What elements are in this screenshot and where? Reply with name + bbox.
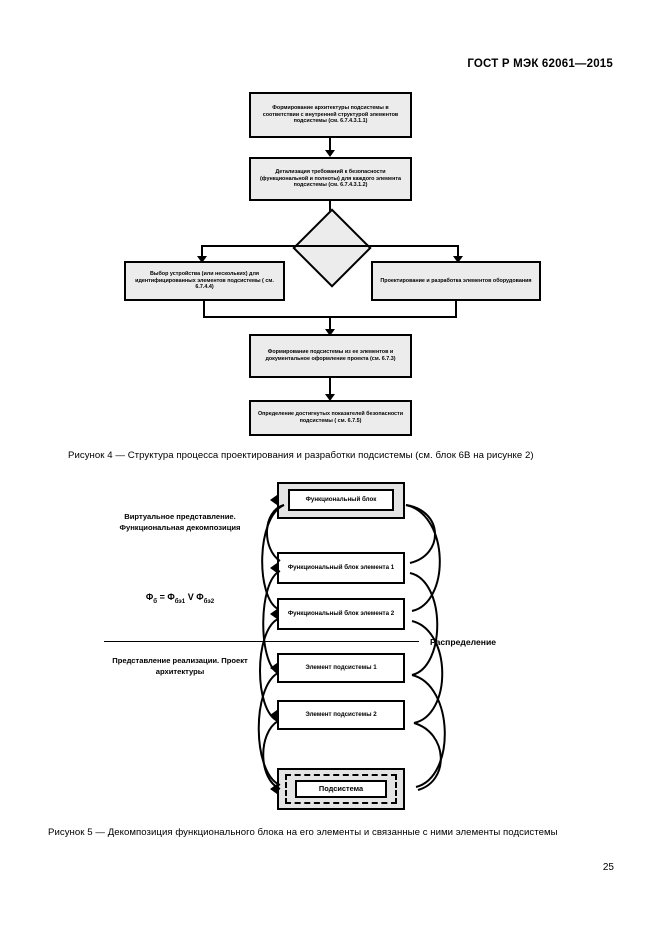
label-implementation-representation: Представление реализации. Проект архитек… xyxy=(112,656,248,676)
flow-box-safety-performance-label: Определение достигнутых показателей безо… xyxy=(257,411,404,424)
formula-term-2-sub: бэ2 xyxy=(203,597,215,605)
label-distribution: Распределение xyxy=(430,637,497,647)
connector-merge-to-box5 xyxy=(329,316,331,330)
functional-block-label: Функциональный блок xyxy=(305,496,377,504)
connector-right-merge-down xyxy=(455,301,457,317)
flow-box-equipment-design-label: Проектирование и разработка элементов об… xyxy=(380,277,532,284)
flow-box-safety-requirements-detailing: Детализация требований к безопасности (ф… xyxy=(249,157,412,201)
flow-box-safety-requirements-detailing-label: Детализация требований к безопасности (ф… xyxy=(260,169,401,189)
arrow-box5-box6 xyxy=(325,394,335,401)
connector-box5-box6 xyxy=(329,378,331,395)
connector-decision-branch xyxy=(201,245,459,247)
formula-lhs-sub: б xyxy=(153,597,158,605)
flow-box-safety-performance: Определение достигнутых показателей безо… xyxy=(249,400,412,436)
page-number: 25 xyxy=(602,862,614,873)
formula-eq: = xyxy=(159,592,165,602)
formula-lhs: Φ xyxy=(145,592,154,602)
arrow-into-fb-element-2 xyxy=(270,609,277,619)
functional-block-element-2-label: Функциональный блок элемента 2 xyxy=(287,610,395,618)
connector-branch-left-down xyxy=(201,245,203,258)
formula-operator: V xyxy=(187,592,194,602)
subsystem-element-1: Элемент подсистемы 1 xyxy=(277,653,405,683)
connector-left-merge-down xyxy=(203,301,205,317)
document-header: ГОСТ Р МЭК 62061—2015 xyxy=(467,58,613,70)
functional-block: Функциональный блок xyxy=(288,489,394,511)
label-virtual-representation: Виртуальное представление. Функциональна… xyxy=(119,512,241,532)
flow-box-architecture-formation-label: Формирование архитектуры подсистемы в со… xyxy=(262,105,399,125)
connector-curves-right xyxy=(405,504,446,791)
arrow-into-fb-element-1 xyxy=(270,563,277,573)
arrow-merge-box5 xyxy=(325,329,335,336)
formula-term-1-sub: бэ1 xyxy=(174,597,186,605)
subsystem-element-2: Элемент подсистемы 2 xyxy=(277,700,405,730)
figure-5-divider xyxy=(104,641,419,642)
flow-box-device-selection-label: Выбор устройства (или нескольких) для ид… xyxy=(135,271,274,291)
flow-box-architecture-formation: Формирование архитектуры подсистемы в со… xyxy=(249,92,412,138)
arrow-into-subsystem-element-1 xyxy=(270,663,277,673)
formula-term-1: Φ xyxy=(167,592,175,602)
arrow-into-subsystem-element-2 xyxy=(270,710,277,720)
arrow-decision-right xyxy=(453,256,463,263)
arrow-into-functional-block xyxy=(270,495,277,505)
connector-curves-left xyxy=(257,504,285,790)
functional-block-element-1-label: Функциональный блок элемента 1 xyxy=(287,564,395,572)
functional-block-element-2: Функциональный блок элемента 2 xyxy=(277,598,405,630)
formula-functional-block: Φб = Φбэ1 V Φбэ2 xyxy=(112,592,248,605)
connector-branch-right-down xyxy=(457,245,459,258)
arrow-into-subsystem xyxy=(270,784,277,794)
flow-box-subsystem-formation-label: Формирование подсистемы из ее элементов … xyxy=(265,349,396,362)
flow-box-equipment-design: Проектирование и разработка элементов об… xyxy=(371,261,541,301)
functional-block-element-1: Функциональный блок элемента 1 xyxy=(277,552,405,584)
subsystem-element-1-label: Элемент подсистемы 1 xyxy=(305,664,377,672)
flow-box-subsystem-formation: Формирование подсистемы из ее элементов … xyxy=(249,334,412,378)
flow-box-device-selection: Выбор устройства (или нескольких) для ид… xyxy=(124,261,285,301)
figure-5-caption: Рисунок 5 — Декомпозиция функционального… xyxy=(48,827,558,838)
subsystem-block-label: Подсистема xyxy=(318,783,364,793)
figure-4-caption: Рисунок 4 — Структура процесса проектиро… xyxy=(68,450,534,461)
subsystem-block: Подсистема xyxy=(295,780,387,798)
decision-diamond xyxy=(292,208,372,288)
arrow-box1-box2 xyxy=(325,150,335,157)
subsystem-element-2-label: Элемент подсистемы 2 xyxy=(305,711,377,719)
connector-box1-box2 xyxy=(329,138,331,151)
arrow-decision-left xyxy=(197,256,207,263)
formula-term-2: Φ xyxy=(196,592,204,602)
